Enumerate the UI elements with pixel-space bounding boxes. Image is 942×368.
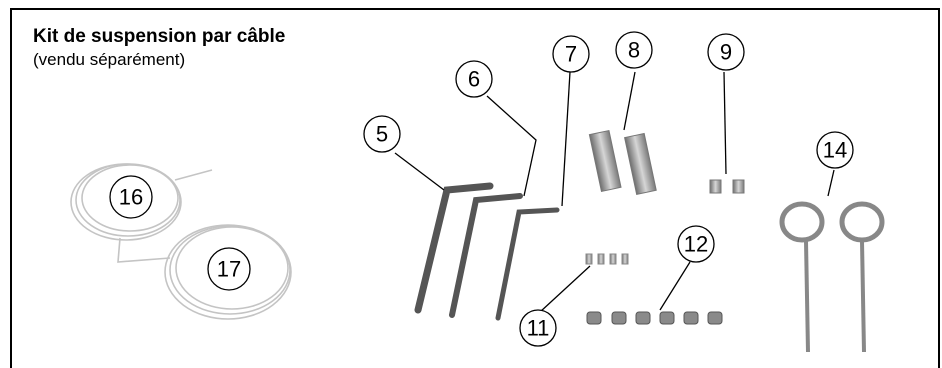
- callout-16: 16: [119, 185, 143, 210]
- callout-14: 14: [823, 138, 847, 163]
- callout-8: 8: [628, 38, 640, 63]
- callout-17: 17: [217, 257, 241, 282]
- cable-grips-12: [586, 311, 723, 325]
- allen-key-5: [414, 182, 494, 314]
- callout-11: 11: [527, 316, 550, 341]
- callout-5: 5: [376, 122, 388, 147]
- kit-subtitle: (vendu séparément): [33, 50, 186, 69]
- cable-coil-16: [70, 163, 213, 241]
- eye-bolt-shanks-14: [804, 240, 866, 353]
- callout-9: 9: [720, 40, 732, 65]
- allen-key-6: [449, 193, 523, 318]
- kit-title: Kit de suspension par câble: [33, 26, 286, 47]
- anchor-bolts-8: [588, 129, 657, 195]
- cable-coil-17: [117, 224, 292, 320]
- callout-6: 6: [468, 67, 480, 92]
- callout-circles: [109, 31, 854, 347]
- eye-bolts-14: [779, 201, 885, 243]
- leader-lines: [394, 71, 835, 313]
- callout-12: 12: [684, 232, 708, 257]
- screws-9: [709, 179, 745, 194]
- callout-7: 7: [565, 42, 577, 67]
- set-screws-11: [585, 253, 629, 265]
- diagram-frame: [10, 8, 940, 368]
- allen-key-7: [495, 207, 560, 321]
